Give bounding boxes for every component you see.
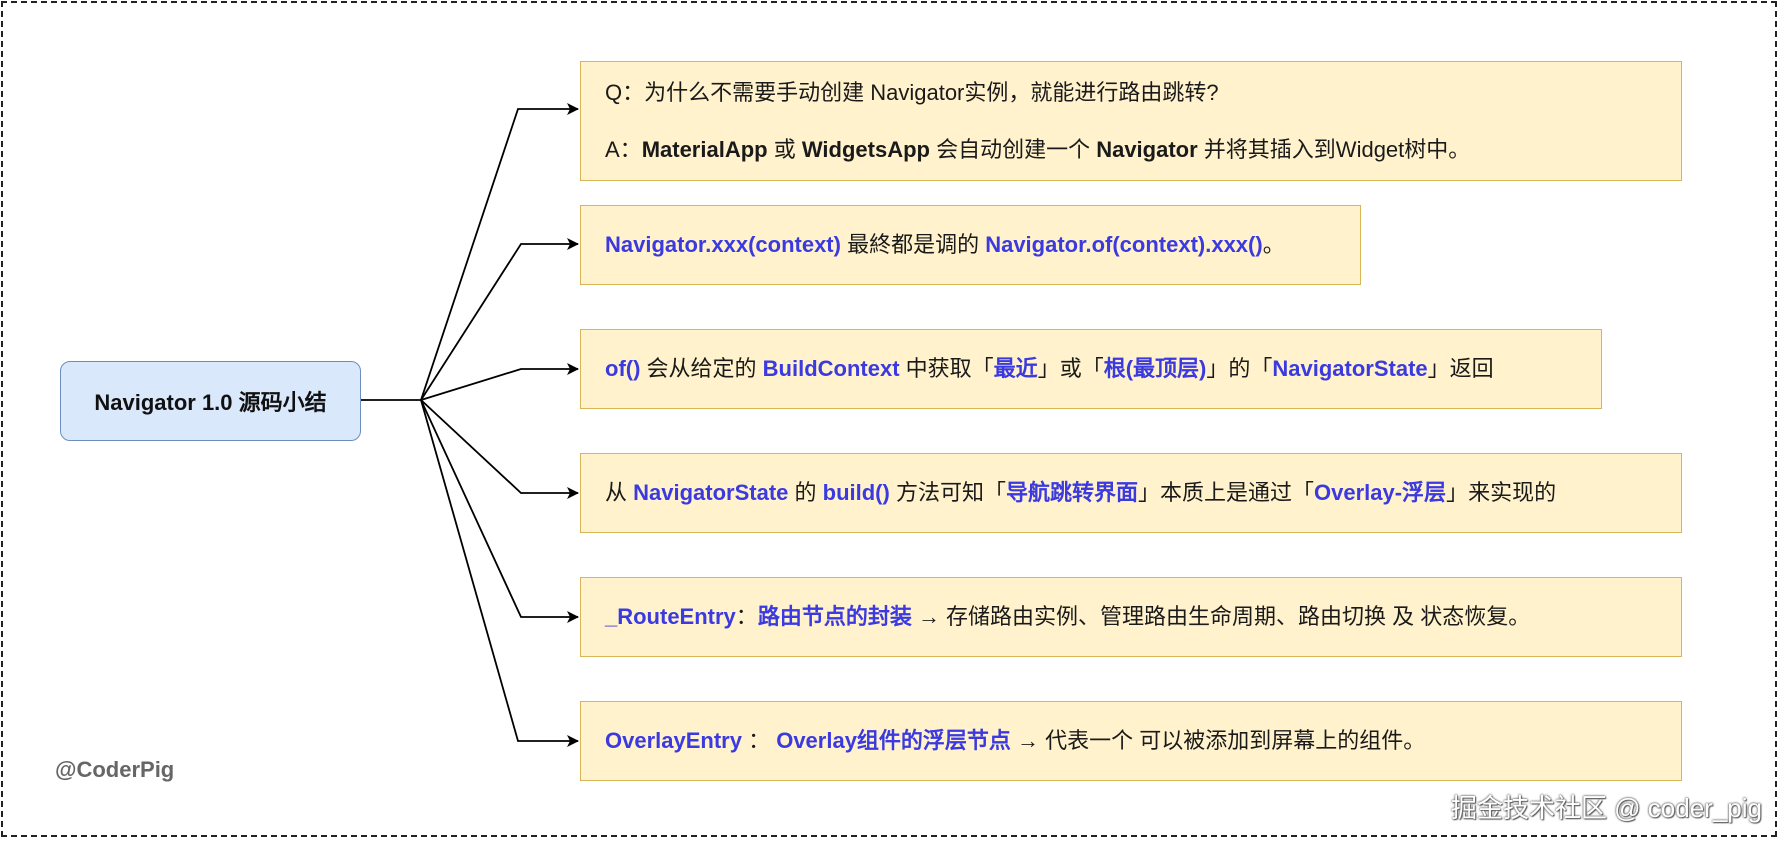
text-run: 会从给定的 xyxy=(640,356,763,381)
text-run: 」来实现的 xyxy=(1446,480,1557,505)
text-run: 最終都是调的 xyxy=(840,232,986,257)
edge-to-box-6 xyxy=(420,399,579,747)
text-run: 」返回 xyxy=(1427,356,1494,381)
highlight-text: Navigator.xxx(context) xyxy=(605,232,841,257)
text-run: ： xyxy=(735,604,758,629)
highlight-text: Overlay组件的浮层节点 xyxy=(776,728,1011,753)
text-run: → 存储路由实例、管理路由生命周期、路由切换 及 状态恢复。 xyxy=(911,604,1531,629)
text-run: 会自动创建一个 xyxy=(929,136,1097,162)
box-6-line-1: OverlayEntry ： Overlay组件的浮层节点 → 代表一个 可以被… xyxy=(605,726,1681,756)
text-run: 或 xyxy=(767,136,802,162)
text-run: → 代表一个 可以被添加到屏幕上的组件。 xyxy=(1010,728,1426,753)
text-run: 从 xyxy=(605,480,634,505)
edge-to-box-3 xyxy=(420,363,579,401)
highlight-text: 根(最顶层) xyxy=(1103,356,1207,381)
box-3: of() 会从给定的 BuildContext 中获取「最近」或「根(最顶层)」… xyxy=(580,329,1602,409)
text-run: Q：为什么不需要手动创建 Navigator实例，就能进行路由跳转? xyxy=(605,79,1219,105)
box-5: _RouteEntry：路由节点的封装 → 存储路由实例、管理路由生命周期、路由… xyxy=(580,577,1682,657)
text-run: ： xyxy=(741,728,777,753)
text-run: WidgetsApp xyxy=(801,136,930,162)
text-run: 中获取「 xyxy=(899,356,994,381)
highlight-text: 最近 xyxy=(993,356,1038,381)
box-5-line-1: _RouteEntry：路由节点的封装 → 存储路由实例、管理路由生命周期、路由… xyxy=(605,602,1681,632)
text-run: A： xyxy=(605,136,642,162)
box-2: Navigator.xxx(context) 最終都是调的 Navigator.… xyxy=(580,205,1361,285)
highlight-text: NavigatorState xyxy=(1272,356,1428,381)
highlight-text: OverlayEntry xyxy=(605,728,742,753)
text-run: 。 xyxy=(1262,232,1285,257)
text-run: 的 xyxy=(788,480,823,505)
highlight-text: BuildContext xyxy=(762,356,900,381)
text-run: 」的「 xyxy=(1206,356,1273,381)
root-node: Navigator 1.0 源码小结 xyxy=(60,361,361,441)
box-1: Q：为什么不需要手动创建 Navigator实例，就能进行路由跳转? A：Mate… xyxy=(580,61,1682,181)
highlight-text: build() xyxy=(822,480,890,505)
box-6: OverlayEntry ： Overlay组件的浮层节点 → 代表一个 可以被… xyxy=(580,701,1682,781)
box-4-line-1: 从 NavigatorState 的 build() 方法可知「导航跳转界面」本… xyxy=(605,478,1681,508)
box-1-line-2: A：MaterialApp 或 WidgetsApp 会自动创建一个 Navig… xyxy=(605,135,1681,165)
author-watermark: @CoderPig xyxy=(55,757,175,782)
edge-to-box-1 xyxy=(420,103,579,401)
edge-to-box-2 xyxy=(420,238,579,401)
highlight-text: Overlay-浮层 xyxy=(1314,480,1447,505)
text-run: Navigator xyxy=(1096,136,1198,162)
text-run: MaterialApp xyxy=(641,136,768,162)
root-node-label: Navigator 1.0 源码小结 xyxy=(94,390,327,415)
site-watermark: 掘金技术社区 @ coder_pig xyxy=(1450,793,1762,823)
highlight-text: _RouteEntry xyxy=(605,604,736,629)
text-run: 方法可知「 xyxy=(889,480,1006,505)
highlight-text: 路由节点的封装 xyxy=(757,604,912,629)
highlight-text: of() xyxy=(605,356,641,381)
box-4: 从 NavigatorState 的 build() 方法可知「导航跳转界面」本… xyxy=(580,453,1682,533)
box-2-line-1: Navigator.xxx(context) 最終都是调的 Navigator.… xyxy=(605,230,1360,260)
box-3-line-1: of() 会从给定的 BuildContext 中获取「最近」或「根(最顶层)」… xyxy=(605,354,1601,384)
text-run: 」或「 xyxy=(1037,356,1104,381)
edge-to-box-4 xyxy=(420,399,579,499)
highlight-text: 导航跳转界面 xyxy=(1005,480,1138,505)
highlight-text: Navigator.of(context).xxx() xyxy=(985,232,1263,257)
box-1-line-1: Q：为什么不需要手动创建 Navigator实例，就能进行路由跳转? xyxy=(605,78,1681,108)
edge-to-box-5 xyxy=(420,399,579,623)
text-run: 」本质上是通过「 xyxy=(1137,480,1314,505)
highlight-text: NavigatorState xyxy=(633,480,789,505)
text-run: 并将其插入到Widget树中。 xyxy=(1197,136,1471,162)
